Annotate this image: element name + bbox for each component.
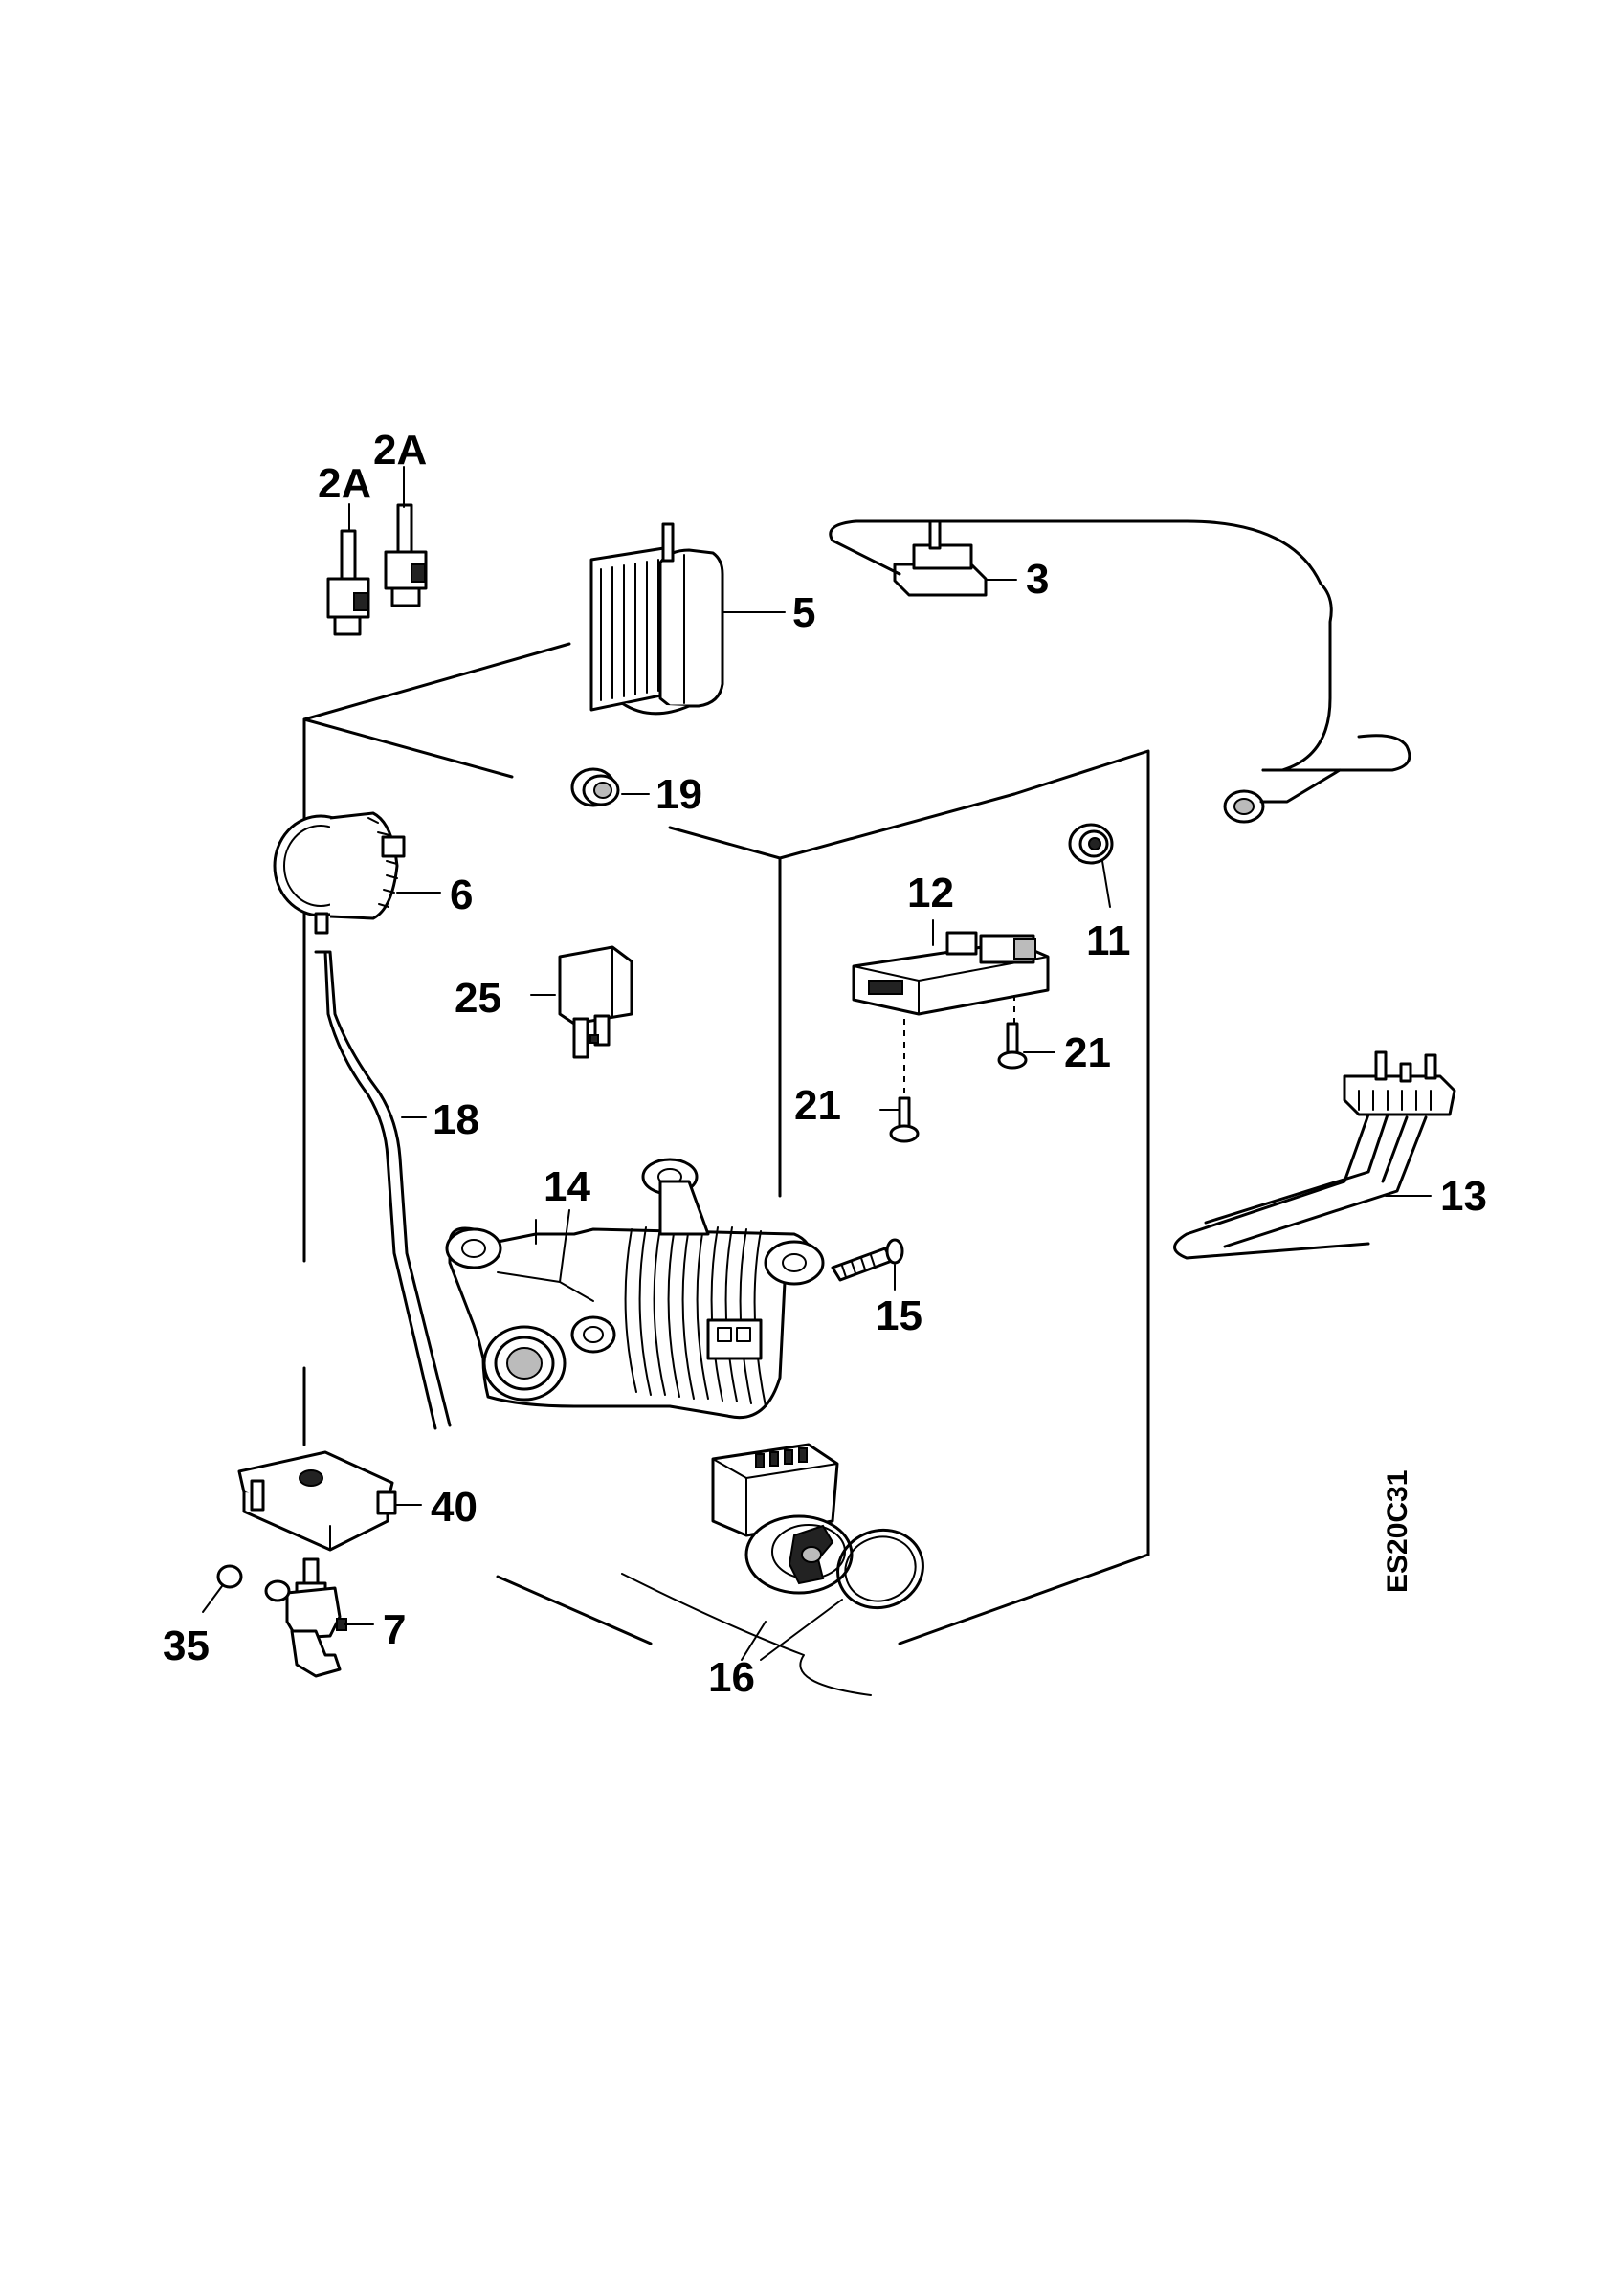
label-40: 40 — [431, 1484, 478, 1531]
part-25-suppressor — [558, 945, 633, 1059]
part-16-seal-ring — [836, 1528, 924, 1610]
label-21-right: 21 — [1064, 1029, 1111, 1076]
label-35: 35 — [163, 1623, 210, 1669]
part-35-o-ring — [216, 1564, 243, 1589]
drawing-code: ES20C31 — [1382, 1470, 1413, 1593]
label-12: 12 — [907, 870, 954, 916]
label-2a-right: 2A — [373, 427, 427, 474]
part-18-hose — [314, 950, 452, 1430]
cabinet-outline — [302, 642, 1150, 1696]
part-14-motor — [445, 1158, 825, 1420]
part-13-heating-element — [1173, 1050, 1456, 1260]
part-21-screw-left — [889, 1096, 920, 1143]
label-16: 16 — [708, 1654, 755, 1701]
label-11: 11 — [1086, 917, 1131, 964]
leader-lines — [202, 466, 1432, 1661]
part-21-screw-right — [997, 1022, 1028, 1070]
part-19-grommet — [570, 767, 620, 807]
part-40-bracket — [237, 1450, 397, 1552]
part-16-drain-pump — [711, 1443, 854, 1595]
label-5: 5 — [792, 589, 815, 636]
part-2a-switch-right — [384, 503, 428, 607]
label-6: 6 — [450, 872, 473, 918]
part-5-programmer — [589, 522, 724, 716]
part-3-thermostat — [829, 519, 1411, 824]
label-7: 7 — [383, 1606, 406, 1653]
label-14: 14 — [544, 1163, 590, 1210]
label-25: 25 — [455, 975, 501, 1022]
label-2a-left: 2A — [318, 460, 371, 507]
label-18: 18 — [433, 1096, 479, 1143]
label-13: 13 — [1440, 1173, 1487, 1220]
label-15: 15 — [876, 1292, 922, 1339]
label-3: 3 — [1026, 556, 1049, 603]
part-2a-switch-left — [326, 529, 370, 636]
part-labels: 2A 2A 3 5 19 6 12 11 25 21 21 18 13 14 1… — [163, 427, 1487, 1701]
label-21-left: 21 — [794, 1082, 841, 1129]
label-19: 19 — [655, 771, 702, 818]
part-11-grommet — [1068, 823, 1114, 865]
part-15-screw — [831, 1238, 904, 1282]
part-7-valve — [264, 1557, 347, 1678]
part-6-pressure-switch — [273, 811, 406, 935]
part-12-door-interlock — [852, 931, 1050, 1100]
